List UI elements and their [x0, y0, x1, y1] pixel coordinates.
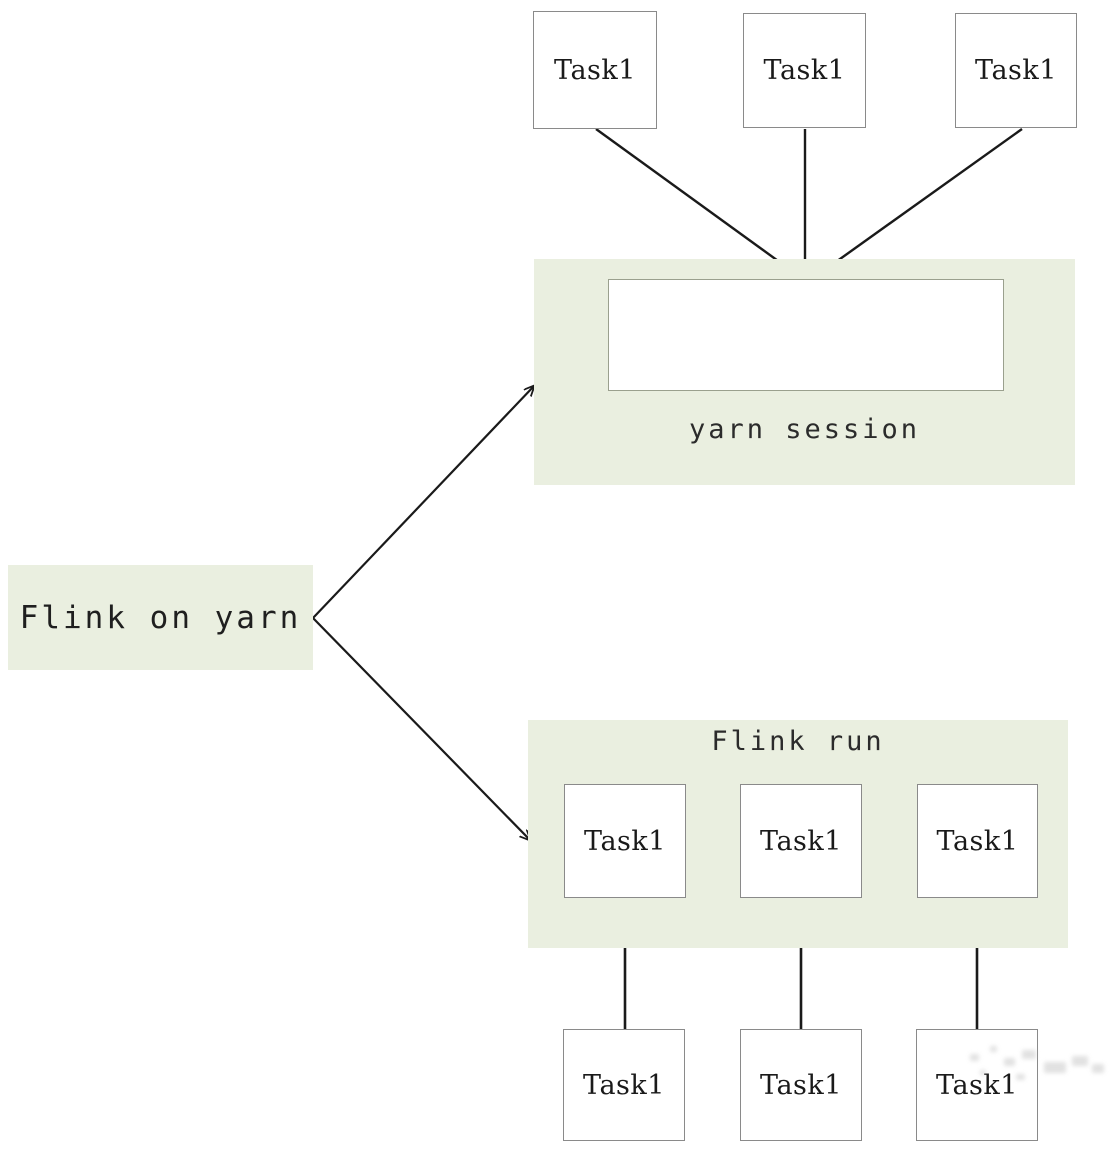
run-task-label-1: Task1 [584, 825, 666, 857]
run-task-box-2[interactable]: Task1 [740, 784, 862, 898]
edge-task1-to-session [595, 128, 803, 279]
session-task-box-1[interactable]: Task1 [533, 11, 657, 129]
yarn-session-label: yarn session [688, 414, 921, 445]
edge-group-session-tasks [595, 128, 1023, 279]
source-task-box-2[interactable]: Task1 [740, 1029, 862, 1141]
flink-on-yarn-box[interactable]: Flink on yarn [8, 565, 313, 670]
flink-run-label: Flink run [711, 726, 885, 757]
edge-task3-to-session [812, 128, 1023, 279]
source-task-box-3[interactable]: Task1 [916, 1029, 1038, 1141]
source-task-label-3: Task1 [936, 1069, 1018, 1101]
session-task-box-2[interactable]: Task1 [743, 13, 866, 128]
source-task-box-1[interactable]: Task1 [563, 1029, 685, 1141]
flink-on-yarn-label: Flink on yarn [19, 599, 302, 636]
session-task-label-1: Task1 [554, 54, 636, 86]
yarn-session-inner-box[interactable] [608, 279, 1004, 391]
session-task-label-2: Task1 [763, 55, 846, 86]
run-task-box-3[interactable]: Task1 [917, 784, 1038, 898]
source-task-label-2: Task1 [760, 1069, 842, 1101]
session-task-label-3: Task1 [975, 55, 1057, 86]
source-task-label-1: Task1 [583, 1069, 665, 1101]
run-task-box-1[interactable]: Task1 [564, 784, 686, 898]
edge-root-to-session-panel [312, 386, 534, 619]
session-task-box-3[interactable]: Task1 [955, 13, 1077, 128]
run-task-label-2: Task1 [760, 825, 842, 857]
edge-root-to-run-panel [312, 617, 530, 840]
run-task-label-3: Task1 [936, 825, 1019, 857]
